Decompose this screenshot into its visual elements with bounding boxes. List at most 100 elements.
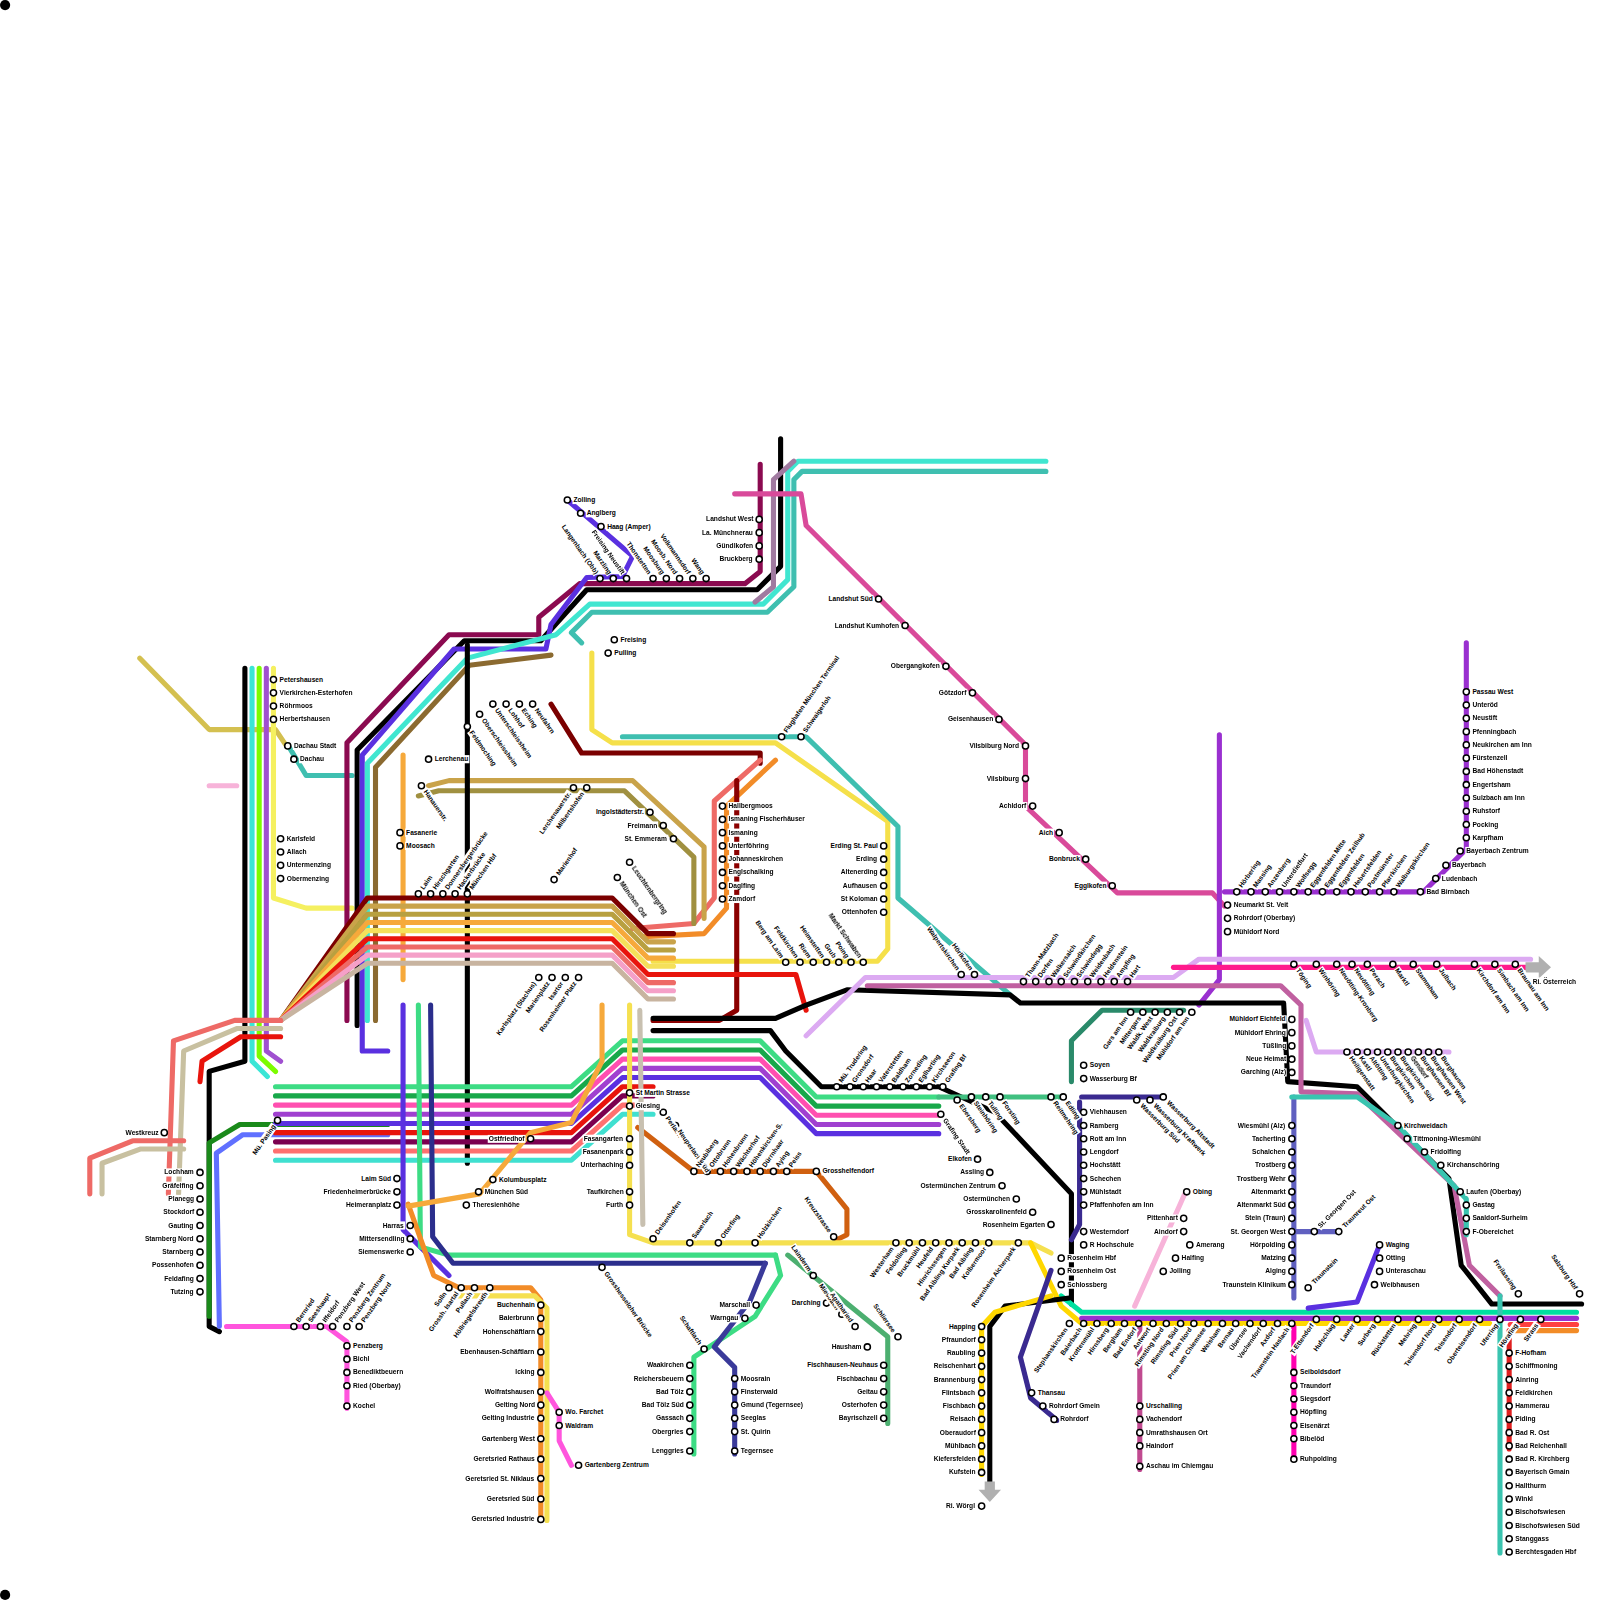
station-dot <box>971 971 977 977</box>
station-dot <box>1184 1189 1190 1195</box>
rail-line <box>551 704 760 763</box>
station-dot <box>946 1240 952 1246</box>
station-label: Stanggass <box>1514 1535 1550 1543</box>
station-dot <box>732 1415 738 1421</box>
station-dot <box>446 1285 452 1291</box>
station-dot <box>881 1389 887 1395</box>
station-dot <box>979 1503 985 1509</box>
station-label: Geisenhausen <box>947 715 994 723</box>
station-dot <box>1377 1268 1383 1274</box>
station-dot <box>1051 1416 1057 1422</box>
station-dot <box>1289 1202 1295 1208</box>
station-dot <box>598 523 604 529</box>
station-label: Feldkirchen <box>1514 1389 1553 1397</box>
station-dot <box>1421 1149 1427 1155</box>
station-label: Fischbach <box>942 1402 977 1410</box>
station-dot <box>564 497 570 503</box>
rail-line <box>1308 1245 1379 1308</box>
station-label: Eisenärzt <box>1299 1421 1331 1429</box>
station-label: Lengdorf <box>1089 1148 1120 1156</box>
station-label: Garching (Alz) <box>1240 1068 1287 1076</box>
station-label: Neukirchen am Inn <box>1471 741 1532 749</box>
station-label: Töging <box>1293 966 1314 990</box>
direction-arrow <box>1525 956 1551 978</box>
station-label: Aschau im Chiemgau <box>1145 1462 1214 1470</box>
rail-line <box>281 955 674 1020</box>
station-dot <box>1538 1316 1544 1322</box>
station-dot <box>1506 1509 1512 1515</box>
station-label: Trostberg Wehr <box>1236 1174 1287 1182</box>
station-label: La. Münchnerau <box>701 529 754 537</box>
station-dot <box>873 1084 879 1090</box>
station-dot <box>161 1130 167 1136</box>
station-dot <box>940 1084 946 1090</box>
station-label: Mühlbach <box>944 1442 977 1450</box>
corner-dot <box>0 0 10 10</box>
station-dot <box>1463 1202 1469 1208</box>
station-dot <box>1066 1320 1072 1326</box>
station-label: Halfing <box>1181 1254 1206 1262</box>
station-dot <box>1311 1229 1317 1235</box>
station-label: Reischenhart <box>933 1362 977 1370</box>
station-dot <box>701 1346 707 1352</box>
station-label: Oberaudorf <box>939 1429 977 1437</box>
station-label: Fasangarten <box>583 1135 624 1143</box>
station-dot <box>813 1168 819 1174</box>
station-dot <box>291 756 297 762</box>
station-dot <box>1319 889 1325 895</box>
station-label: Osterhofen <box>841 1401 878 1409</box>
rail-line <box>630 1005 1051 1253</box>
station-label: Otterfing <box>718 1212 742 1241</box>
station-label: Bichl <box>352 1355 370 1363</box>
station-dot <box>394 1176 400 1182</box>
station-dot <box>979 1430 985 1436</box>
station-dot <box>278 849 284 855</box>
station-label: Kiefersfelden <box>933 1455 977 1463</box>
station-dot <box>1364 961 1370 967</box>
station-dot <box>610 576 616 582</box>
station-label: Pocking <box>1471 820 1499 828</box>
station-dot <box>1456 1316 1462 1322</box>
station-dot <box>1291 1396 1297 1402</box>
station-dot <box>415 891 421 897</box>
station-dot <box>719 843 725 849</box>
station-label: Tegernsee <box>740 1447 775 1455</box>
station-dot <box>1224 902 1230 908</box>
station-dot <box>979 1377 985 1383</box>
station-dot <box>1081 1162 1087 1168</box>
station-label: Kirchanschöring <box>1446 1161 1501 1169</box>
station-dot <box>810 959 816 965</box>
station-dot <box>344 1356 350 1362</box>
station-dot <box>570 785 576 791</box>
station-label: Kolumbusplatz <box>498 1176 548 1184</box>
station-label: Vilsbiburg <box>986 774 1020 782</box>
station-label: Rosenheim Egarten <box>982 1220 1046 1228</box>
station-dot <box>881 883 887 889</box>
station-label: Buchenhain <box>496 1301 536 1309</box>
station-dot <box>394 1202 400 1208</box>
station-label: Furth <box>605 1201 624 1209</box>
station-dot <box>979 1390 985 1396</box>
station-dot <box>1463 808 1469 814</box>
station-label: Grosshelfendorf <box>821 1167 875 1175</box>
station-label: Obergangkofen <box>890 662 941 670</box>
station-label: Petershausen <box>279 676 325 684</box>
station-dot <box>1134 1097 1140 1103</box>
station-dot <box>881 1362 887 1368</box>
station-label: Lainderm <box>789 1243 814 1274</box>
station-dot <box>864 1344 870 1350</box>
station-dot <box>1506 1443 1512 1449</box>
station-dot <box>197 1249 203 1255</box>
station-dot <box>578 510 584 516</box>
station-dot <box>719 883 725 889</box>
station-dot <box>902 622 908 628</box>
station-dot <box>691 1168 697 1174</box>
rail-line <box>640 1010 643 1224</box>
station-dot <box>1224 915 1230 921</box>
station-dot <box>1058 979 1064 985</box>
station-label: Tittmoning-Wiesmühl <box>1412 1135 1482 1143</box>
rail-line <box>281 947 674 1020</box>
station-label: Holzkirchen <box>755 1204 784 1241</box>
station-dot <box>1506 1456 1512 1462</box>
station-dot <box>1081 1062 1087 1068</box>
